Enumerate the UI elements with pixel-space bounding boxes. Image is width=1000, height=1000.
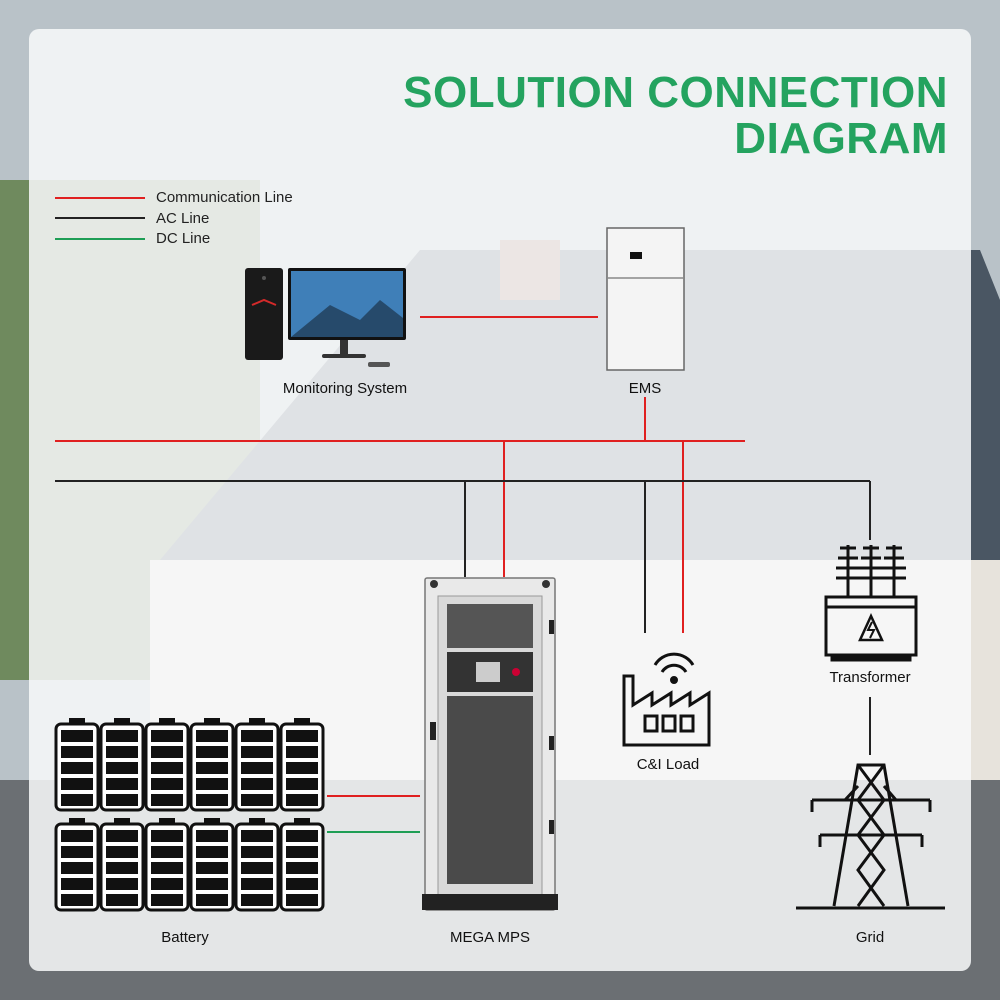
mega-mps-label: MEGA MPS (449, 929, 531, 946)
battery-pack-icon (99, 818, 145, 912)
battery-pack-icon (99, 718, 145, 812)
grid-label: Grid (855, 929, 885, 946)
grid-tower-icon (796, 763, 945, 910)
battery-pack-icon (279, 818, 325, 912)
diagram-title: SOLUTION CONNECTION DIAGRAM (403, 70, 948, 162)
battery-pack-icon (234, 718, 280, 812)
battery-pack-icon (54, 718, 100, 812)
transformer-icon (824, 545, 918, 662)
battery-bank-icon (54, 718, 325, 912)
battery-pack-icon (189, 818, 235, 912)
transformer-label: Transformer (829, 669, 911, 686)
mega-mps-cabinet-icon (422, 577, 558, 911)
battery-pack-icon (144, 718, 190, 812)
legend-dc-label: DC Line (156, 230, 211, 247)
ci-load-label: C&I Load (636, 756, 700, 773)
battery-label: Battery (161, 929, 209, 946)
battery-pack-icon (54, 818, 100, 912)
ems-cabinet-icon (606, 227, 685, 371)
title-line-2: DIAGRAM (734, 114, 948, 163)
legend-communication-label: Communication Line (156, 189, 293, 206)
ci-load-icon (622, 652, 711, 747)
battery-pack-icon (189, 718, 235, 812)
battery-pack-icon (144, 818, 190, 912)
monitoring-system-icon (245, 268, 406, 367)
title-line-1: SOLUTION CONNECTION (403, 68, 948, 117)
legend-ac-label: AC Line (156, 210, 210, 227)
battery-pack-icon (279, 718, 325, 812)
battery-pack-icon (234, 818, 280, 912)
monitoring-system-label: Monitoring System (282, 380, 408, 397)
ems-label: EMS (628, 380, 662, 397)
